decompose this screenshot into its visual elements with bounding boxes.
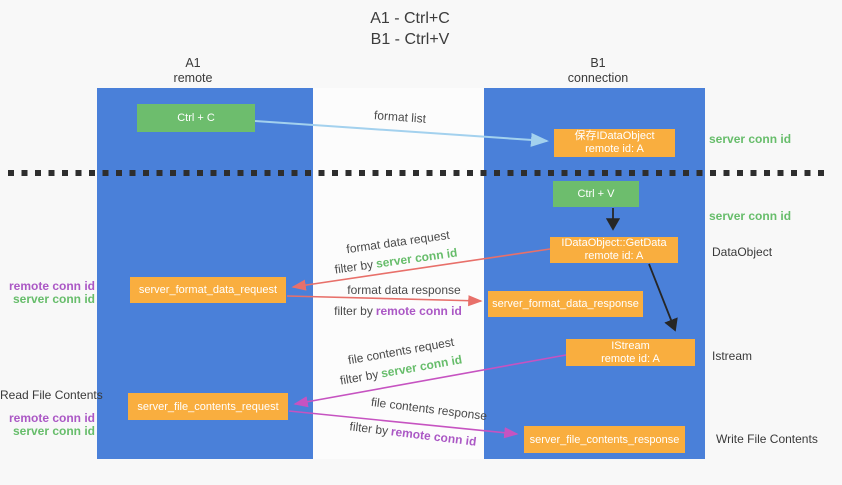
node-server-file-contents-response-label: server_file_contents_response	[529, 433, 680, 446]
annotation-read-file-contents: Read File Contents	[0, 388, 103, 402]
phase-separator-dotted-line	[8, 170, 826, 176]
lifeline-b1-name: B1	[590, 56, 606, 70]
node-istream-line2: remote id: A	[601, 352, 660, 365]
node-save-idataobject-line1: 保存IDataObject	[574, 130, 655, 142]
annotation-server-conn-id-top: server conn id	[12, 292, 95, 306]
lifeline-b1-role: connection	[567, 70, 629, 85]
annotation-server-conn-id-right-1: server conn id	[709, 132, 792, 146]
annotation-remote-conn-id-bottom: remote conn id	[8, 411, 95, 425]
node-save-idataobject-line2: remote id: A	[585, 143, 644, 155]
node-save-idataobject: 保存IDataObject remote id: A	[554, 129, 675, 157]
node-server-format-data-request: server_format_data_request	[130, 277, 286, 303]
node-server-file-contents-request-label: server_file_contents_request	[137, 400, 279, 413]
node-server-file-contents-response: server_file_contents_response	[524, 426, 685, 453]
filter-by-text: filter by	[334, 304, 373, 318]
node-server-format-data-response: server_format_data_response	[488, 291, 643, 317]
node-idataobject-getdata-line1: IDataObject::GetData	[561, 237, 667, 249]
node-istream: IStream remote id: A	[566, 339, 695, 366]
node-ctrl-c-label: Ctrl + C	[177, 112, 215, 124]
node-ctrl-v-label: Ctrl + V	[577, 188, 615, 200]
title-line-2: B1 - Ctrl+V	[370, 31, 450, 48]
remote-conn-id-key: remote conn id	[375, 304, 462, 318]
annotation-write-file-contents: Write File Contents	[716, 432, 818, 446]
node-idataobject-getdata-line2: remote id: A	[584, 250, 644, 262]
annotation-remote-conn-id-top: remote conn id	[8, 279, 95, 293]
annotation-server-conn-id-right-2: server conn id	[709, 209, 792, 223]
annotation-server-conn-id-bottom: server conn id	[12, 424, 95, 438]
node-server-format-data-response-label: server_format_data_response	[492, 298, 639, 310]
diagram-title: A1 - Ctrl+C B1 - Ctrl+V	[300, 8, 520, 50]
node-ctrl-v: Ctrl + V	[553, 181, 639, 207]
lifeline-header-b1: B1 connection	[528, 56, 668, 85]
annotation-istream: Istream	[712, 349, 753, 363]
title-line-1: A1 - Ctrl+C	[370, 10, 450, 27]
node-server-format-data-request-label: server_format_data_request	[138, 284, 278, 296]
lifeline-a1-role: remote	[173, 70, 213, 85]
edge-label-format-data-response: format data response	[347, 283, 461, 297]
lifeline-header-a1: A1 remote	[123, 56, 263, 85]
lifeline-a1-name: A1	[185, 56, 201, 70]
node-istream-line1: IStream	[611, 339, 650, 352]
node-server-file-contents-request: server_file_contents_request	[128, 393, 288, 420]
annotation-dataobject: DataObject	[712, 245, 773, 259]
node-idataobject-getdata: IDataObject::GetData remote id: A	[550, 237, 678, 263]
node-ctrl-c: Ctrl + C	[137, 104, 255, 132]
